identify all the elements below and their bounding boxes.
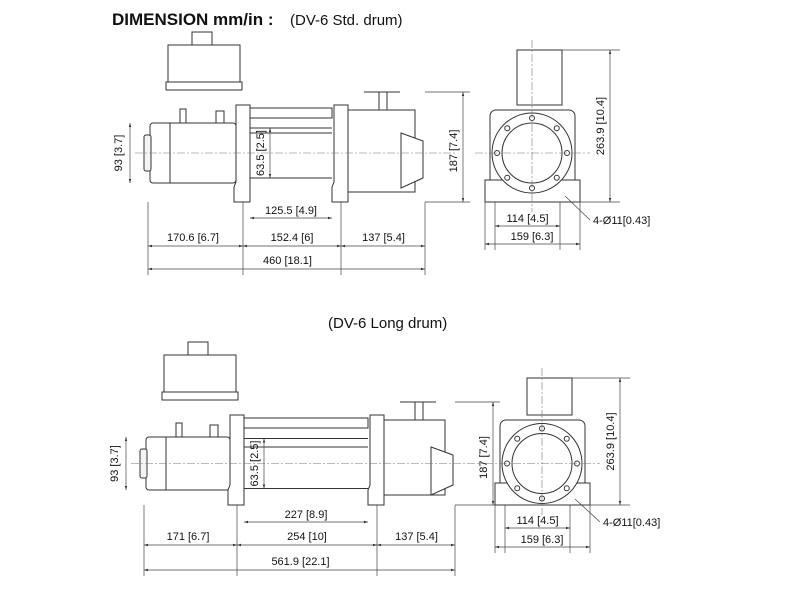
seg2-label: 254 [10] — [287, 531, 327, 543]
height-label: 187 [7.4] — [448, 130, 460, 173]
tie-bar — [243, 417, 369, 429]
long-subtitle: (DV-6 Long drum) — [328, 315, 447, 332]
seg3-label: 137 [5.4] — [395, 531, 438, 543]
control-box-base — [161, 391, 239, 401]
seg3-label: 137 [5.4] — [362, 232, 405, 244]
drum-length-label: 125.5 [4.9] — [265, 205, 317, 217]
tie-bar — [249, 107, 333, 119]
bolt — [553, 174, 560, 181]
base-width-label: 159 [6.3] — [521, 534, 564, 546]
control-box — [167, 44, 241, 86]
gearbox-cone — [430, 446, 454, 496]
seg1-label: 170.6 [6.7] — [167, 232, 219, 244]
gearbox-cone — [400, 132, 424, 189]
control-box-base — [165, 81, 243, 91]
bolt — [504, 125, 511, 132]
seg1-label: 171 [6.7] — [167, 531, 210, 543]
end-plate-right — [367, 414, 385, 506]
connector — [191, 31, 213, 46]
drum-length-label: 227 [8.9] — [285, 509, 328, 521]
terminal — [179, 108, 187, 124]
seg2-label: 152.4 [6] — [271, 232, 314, 244]
bolt — [563, 485, 570, 492]
bolt — [553, 125, 560, 132]
drum-dia-label: 63.5 [2.5] — [255, 130, 267, 176]
side-height-label: 263.9 [10.4] — [605, 412, 617, 470]
end-plate-left — [233, 104, 251, 203]
clutch-handle — [364, 91, 400, 111]
motor-dia-label: 93 [3.7] — [113, 135, 125, 172]
total-label: 460 [18.1] — [263, 255, 312, 267]
total-label: 561.9 [22.1] — [271, 556, 329, 568]
terminal — [175, 422, 183, 438]
bolt — [563, 435, 570, 442]
drum-dia-label: 63.5 [2.5] — [249, 441, 261, 487]
end-plate-right — [331, 104, 349, 203]
holes-label: 4-Ø11[0.43] — [603, 517, 660, 529]
bolt — [514, 435, 521, 442]
std-subtitle: (DV-6 Std. drum) — [290, 12, 403, 29]
leader-line — [564, 195, 591, 221]
leader-line — [574, 498, 601, 523]
terminal — [209, 424, 219, 438]
side-control-box — [516, 49, 563, 106]
side-height-label: 263.9 [10.4] — [595, 97, 607, 155]
bolt-span-label: 114 [4.5] — [517, 515, 559, 527]
motor-dia-label: 93 [3.7] — [109, 445, 121, 482]
base-width-label: 159 [6.3] — [511, 231, 554, 243]
bolt — [504, 174, 511, 181]
connector — [187, 341, 209, 356]
control-box — [163, 354, 237, 396]
end-plate-left — [227, 414, 245, 506]
long-drum-drawing: 93 [3.7] 63.5 [2.5] 227 [8.9] 171 [6.7] 254 … — [109, 341, 660, 576]
terminal — [215, 110, 225, 124]
std-drum-drawing: 93 [3.7] 63.5 [2.5] 125.5 [4.9] 170.6 [6.7]… — [113, 31, 650, 275]
side-control-box — [526, 377, 573, 416]
height-label: 187 [7.4] — [478, 436, 490, 479]
page-title: DIMENSION mm/in : — [112, 10, 274, 29]
bolt-span-label: 114 [4.5] — [507, 213, 549, 225]
bolt — [514, 485, 521, 492]
holes-label: 4-Ø11[0.43] — [593, 215, 650, 227]
clutch-handle — [400, 401, 436, 421]
